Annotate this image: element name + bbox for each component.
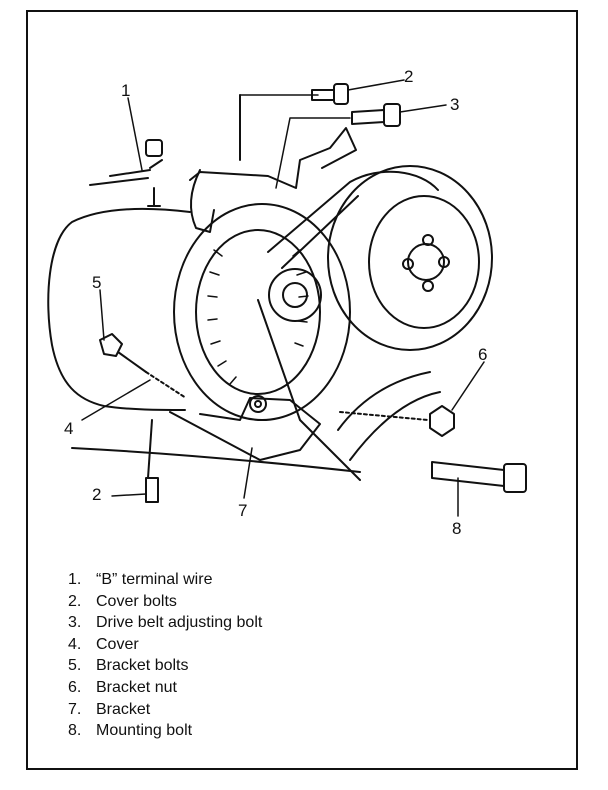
b-terminal-wire bbox=[89, 159, 163, 186]
legend-item: 3. Drive belt adjusting bolt bbox=[68, 612, 262, 634]
parts-legend: 1. “B” terminal wire 2. Cover bolts 3. Driv… bbox=[68, 569, 262, 742]
cover-bolt-lower bbox=[145, 419, 159, 503]
adjusting-bracket bbox=[189, 94, 357, 189]
callout-8: 8 bbox=[452, 519, 461, 538]
legend-number: 5. bbox=[68, 657, 82, 675]
alternator-hub bbox=[268, 268, 322, 322]
legend-text: Bracket nut bbox=[96, 678, 177, 696]
legend-text: Bracket bolts bbox=[96, 657, 189, 675]
lower-bracket bbox=[169, 397, 321, 461]
legend-number: 2. bbox=[68, 592, 82, 610]
callout-4: 4 bbox=[64, 419, 73, 438]
legend-item: 5. Bracket bolts bbox=[68, 655, 262, 677]
legend-item: 6. Bracket nut bbox=[68, 677, 262, 699]
callout-3: 3 bbox=[450, 95, 459, 114]
legend-number: 3. bbox=[68, 614, 82, 632]
callout-2-bottom: 2 bbox=[92, 485, 101, 504]
mounting-bolt bbox=[431, 461, 505, 487]
callout-6: 6 bbox=[478, 345, 487, 364]
bracket-nut bbox=[429, 405, 455, 437]
legend-item: 2. Cover bolts bbox=[68, 591, 262, 613]
legend-item: 7. Bracket bbox=[68, 699, 262, 721]
alternator-housing bbox=[173, 203, 351, 421]
legend-number: 4. bbox=[68, 635, 82, 653]
legend-text: Cover bbox=[96, 635, 139, 653]
alternator-face bbox=[195, 229, 321, 395]
callout-7: 7 bbox=[238, 501, 247, 520]
callout-1: 1 bbox=[121, 81, 130, 100]
legend-text: Cover bolts bbox=[96, 592, 177, 610]
legend-number: 8. bbox=[68, 722, 82, 740]
legend-item: 4. Cover bbox=[68, 634, 262, 656]
leader-lines bbox=[81, 79, 485, 517]
drive-belt bbox=[257, 170, 439, 481]
callout-2-top: 2 bbox=[404, 67, 413, 86]
legend-number: 1. bbox=[68, 571, 82, 588]
legend-item: 8. Mounting bolt bbox=[68, 720, 262, 742]
callout-labels: 1 2 3 5 6 4 2 7 8 bbox=[64, 67, 487, 538]
adjusting-bolt bbox=[351, 109, 385, 125]
bracket-bolt bbox=[99, 333, 147, 373]
legend-text: Drive belt adjusting bolt bbox=[96, 614, 263, 632]
crank-pulley bbox=[327, 165, 493, 351]
legend-number: 6. bbox=[68, 678, 82, 696]
cover-shape bbox=[47, 207, 191, 411]
legend-item: 1. “B” terminal wire bbox=[68, 569, 262, 591]
diagram-frame bbox=[26, 10, 578, 770]
legend-text: Mounting bolt bbox=[96, 722, 193, 740]
legend-number: 7. bbox=[68, 700, 82, 718]
callout-5: 5 bbox=[92, 273, 101, 292]
legend-text: Bracket bbox=[96, 700, 151, 718]
cover-lower-edge bbox=[71, 447, 361, 473]
legend-text: “B” terminal wire bbox=[96, 571, 213, 588]
